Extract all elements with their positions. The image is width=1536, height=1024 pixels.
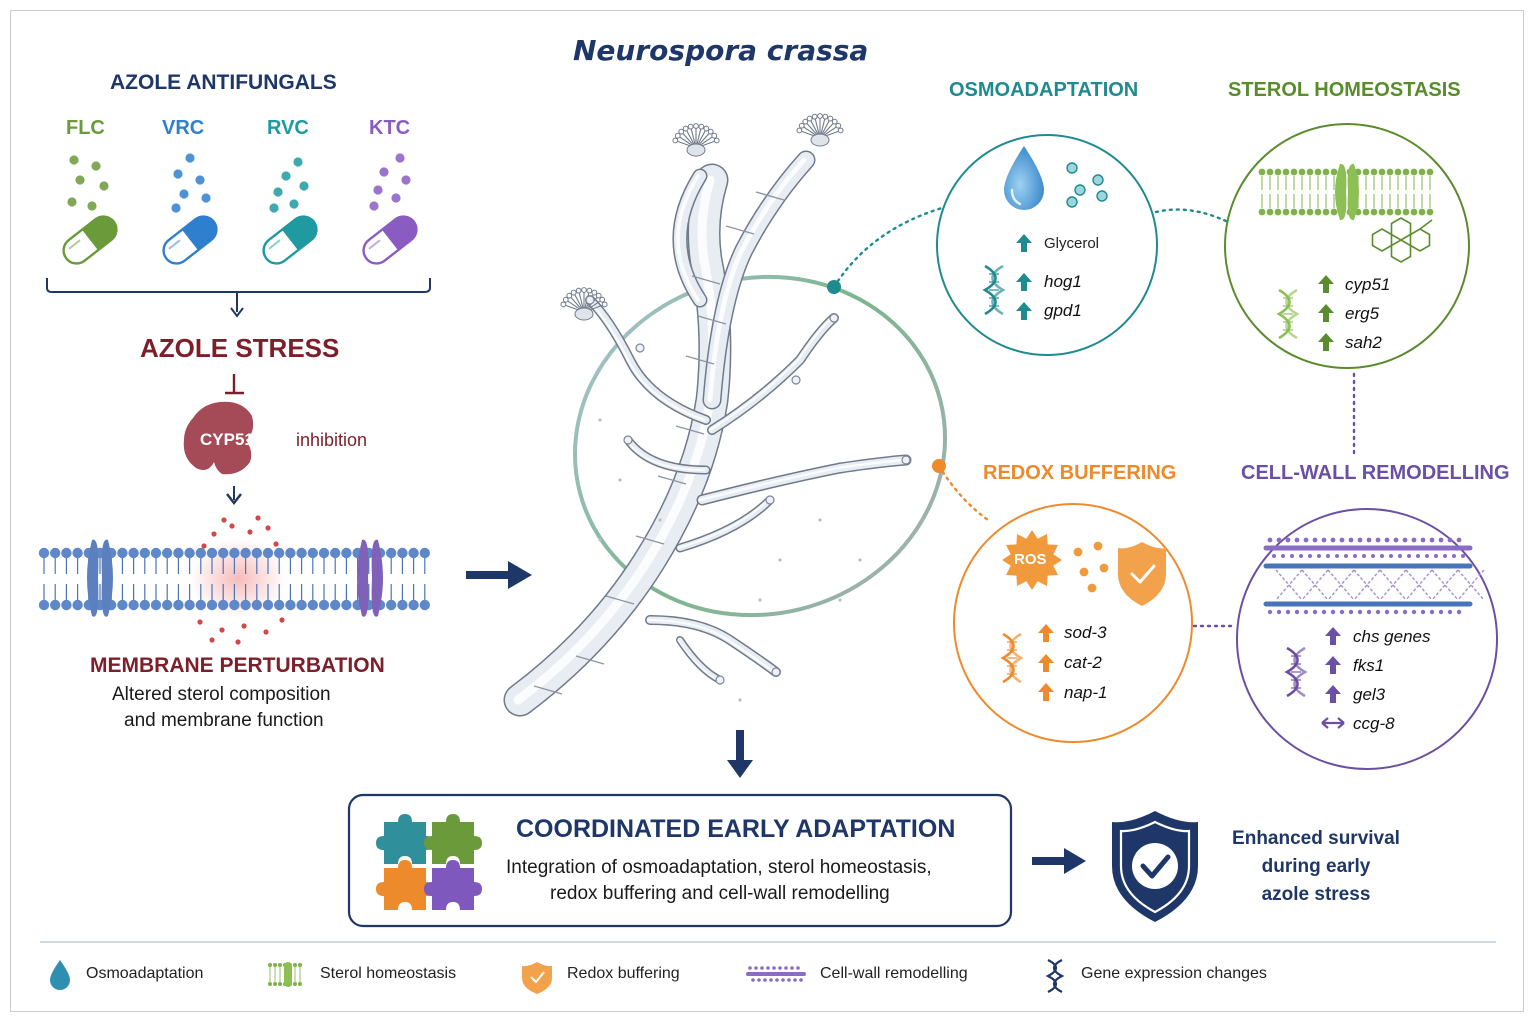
drug-group-bracket	[46, 278, 431, 293]
legend-icons	[50, 959, 1065, 994]
legend-water-drop-icon	[50, 960, 70, 990]
azole-stress-title: AZOLE STRESS	[140, 333, 340, 363]
gene-ccg-8: ccg-8	[1353, 714, 1395, 733]
dna-icon	[1000, 632, 1024, 684]
adaptation-description-line2: redox buffering and cell-wall remodellin…	[550, 883, 890, 904]
perturbed-membrane-icon	[38, 515, 430, 645]
ros-burst-icon	[1002, 530, 1062, 590]
survival-shield-icon	[1112, 811, 1198, 922]
azole-antifungals-heading: AZOLE ANTIFUNGALS	[110, 71, 337, 94]
legend-label-cell-wall-remodelling: Cell-wall remodelling	[820, 965, 968, 982]
connector-osmo	[832, 206, 944, 289]
legend-cell-wall-icon	[746, 966, 806, 982]
gene-erg5: erg5	[1345, 304, 1380, 323]
gene-hog1: hog1	[1044, 272, 1082, 291]
legend-membrane-icon	[268, 962, 302, 987]
drug-capsule-icon	[162, 215, 218, 265]
gene-cat-2: cat-2	[1064, 653, 1102, 672]
legend-dna-icon	[1045, 959, 1065, 993]
gene-sah2: sah2	[1345, 333, 1382, 352]
arrow-to-hypha	[466, 561, 532, 589]
gene-nap-1: nap-1	[1064, 683, 1108, 702]
shield-icon	[1118, 542, 1166, 606]
drug-label-rvc: RVC	[267, 117, 309, 139]
connector-redox	[937, 464, 990, 522]
drug-capsule-icon	[62, 215, 118, 265]
connector-osmo-sterol	[1154, 208, 1230, 224]
arrow-to-adaptation	[727, 730, 753, 778]
water-drop-icon	[1004, 146, 1044, 210]
outcome-line3: azole stress	[1261, 884, 1371, 905]
drug-label-vrc: VRC	[162, 117, 205, 139]
adaptation-box	[347, 793, 1013, 928]
focus-ring	[573, 274, 947, 618]
inhibition-symbol	[225, 374, 244, 395]
gene-fks1: fks1	[1353, 656, 1385, 675]
gene-sod-3: sod-3	[1064, 623, 1107, 642]
puzzle-pieces-icon	[376, 814, 482, 910]
gene-chs-genes: chs genes	[1353, 627, 1431, 646]
legend-label-osmoadaptation: Osmoadaptation	[86, 965, 204, 982]
redox-buffering-title: REDOX BUFFERING	[983, 462, 1177, 484]
ros-label: ROS	[1014, 551, 1047, 568]
dna-icon	[982, 264, 1006, 316]
inhibition-label: inhibition	[296, 430, 368, 450]
figure-title: Neurospora crassa	[573, 34, 869, 67]
cyp51-enzyme-icon	[183, 401, 254, 475]
membrane-description-line1: Altered sterol composition	[112, 684, 331, 705]
drug-icons	[62, 153, 418, 265]
cyp51-label: CYP51	[200, 430, 254, 449]
cell-wall-remodelling-circle	[1236, 508, 1498, 770]
outcome-line1: Enhanced survival	[1232, 828, 1400, 849]
sterol-homeostasis-circle	[1224, 123, 1470, 369]
gene-cyp51: cyp51	[1345, 275, 1391, 294]
adaptation-title: COORDINATED EARLY ADAPTATION	[516, 815, 956, 843]
legend-label-sterol-homeostasis: Sterol homeostasis	[320, 965, 457, 982]
osmoadaptation-title: OSMOADAPTATION	[949, 79, 1139, 101]
sterol-homeostasis-title: STEROL HOMEOSTASIS	[1228, 79, 1461, 101]
module-illustrations	[982, 146, 1485, 729]
gene-gpd1: gpd1	[1044, 301, 1082, 320]
arrow-head-to-membrane	[226, 493, 242, 505]
outcome-line2: during early	[1261, 856, 1371, 877]
glycerol-label: Glycerol	[1044, 235, 1100, 252]
adaptation-description-line1: Integration of osmoadaptation, sterol ho…	[506, 857, 932, 878]
dna-icon	[1276, 288, 1300, 340]
dna-icon	[1284, 646, 1308, 698]
gene-gel3: gel3	[1353, 685, 1386, 704]
drug-capsule-icon	[362, 215, 418, 265]
arrow-head-to-stress	[230, 307, 244, 318]
drug-label-ktc: KTC	[369, 117, 411, 139]
drug-label-flc: FLC	[66, 117, 105, 139]
membrane-perturbation-title: MEMBRANE PERTURBATION	[90, 654, 385, 677]
cell-wall-icon	[1263, 537, 1485, 615]
neurospora-hypha-illustration	[503, 113, 912, 717]
drug-capsule-icon	[262, 215, 318, 265]
sterol-membrane-icon	[1258, 163, 1434, 221]
figure-frame	[10, 10, 1524, 1012]
cell-wall-remodelling-title: CELL-WALL REMODELLING	[1241, 462, 1510, 484]
legend-label-redox-buffering: Redox buffering	[567, 965, 680, 982]
legend-shield-icon	[522, 962, 552, 994]
legend-label-gene-expression: Gene expression changes	[1081, 965, 1267, 982]
arrow-to-outcome	[1032, 848, 1086, 874]
membrane-description-line2: and membrane function	[124, 710, 324, 731]
